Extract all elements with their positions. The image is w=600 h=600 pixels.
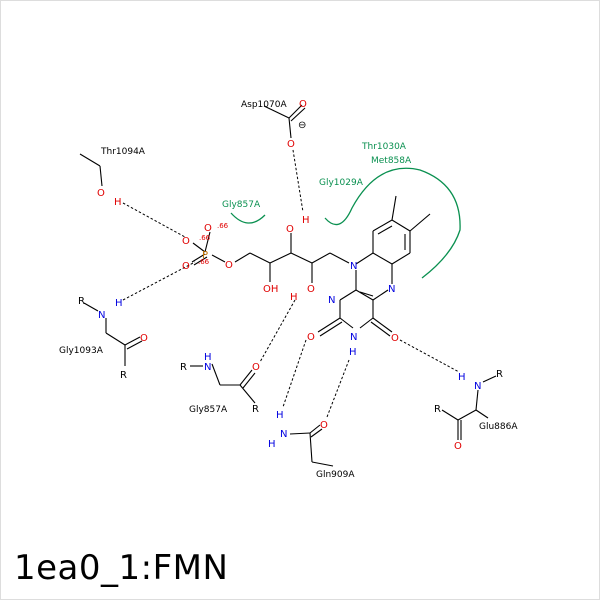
atom-gly857a-n: N [204, 362, 211, 373]
hydrogen-bonds [122, 149, 460, 418]
atom-op1: O [182, 236, 190, 247]
atom-oh4-prime: OH [263, 284, 278, 295]
residue-label-gly1093a: Gly1093A [59, 346, 104, 356]
residue-gln909a-bonds [289, 424, 334, 467]
isoalloxazine-bonds [317, 195, 431, 337]
atom-asp-od1: O [299, 99, 307, 110]
residue-glu886a-bonds [441, 375, 497, 440]
atom-gly1093a-h: H [115, 298, 123, 309]
atom-gly857a-h-o2prime: H [290, 292, 298, 303]
atom-gly1093a-r: R [78, 296, 85, 307]
atom-glu-n: N [474, 381, 481, 392]
atom-gly1093a-r2: R [120, 370, 127, 381]
atom-gln-h1: H [276, 410, 284, 421]
atom-glu-h: H [458, 372, 466, 383]
charge-op1: .66 [199, 234, 211, 242]
residue-label-gly857a-top: Gly857A [222, 200, 261, 210]
atom-n1: N [328, 295, 335, 306]
atom-asp-od2: O [287, 139, 295, 150]
atom-gly857a-r: R [180, 362, 187, 373]
hydrophobic-arc-gly1029a-thr1030a [324, 167, 461, 279]
atom-h3: H [349, 347, 357, 358]
residue-label-thr1030a: Thr1030A [361, 142, 407, 152]
residue-asp1070a-bonds [263, 104, 306, 139]
atom-o5-prime: O [225, 260, 233, 271]
diagram-title: 1ea0_1:FMN [14, 548, 229, 588]
atom-n3: N [350, 332, 357, 343]
residue-label-asp1070a: Asp1070A [241, 100, 287, 110]
phosphate-bonds [191, 231, 226, 266]
hydrophobic-arc-gly857a [230, 212, 266, 224]
atom-p: P [202, 250, 208, 261]
residue-label-gly857a-bottom: Gly857A [189, 405, 228, 415]
atom-o2-prime: O [307, 284, 315, 295]
residue-gly857a-bottom-bonds [190, 363, 256, 404]
atom-gln-o: O [320, 420, 328, 431]
atom-gln-h2: H [268, 439, 276, 450]
atom-o4: O [391, 333, 399, 344]
atom-thr-hg1: H [114, 197, 122, 208]
atom-op2: O [204, 223, 212, 234]
charge-asp-minus: ⊖ [298, 120, 306, 131]
atom-o3-prime: O [286, 224, 294, 235]
charge-op3: .66 [198, 258, 210, 266]
charge-op2: .66 [217, 222, 229, 230]
residue-label-gly1029a: Gly1029A [319, 178, 364, 188]
atom-h3-prime: H [302, 215, 310, 226]
residue-label-gln909a: Gln909A [316, 470, 355, 480]
atom-gly857a-r2: R [252, 404, 259, 415]
atom-glu-o: O [454, 441, 462, 452]
atom-o2: O [307, 332, 315, 343]
atom-gln-n: N [280, 429, 287, 440]
atom-gly857a-h: H [204, 352, 212, 363]
ribityl-chain-bonds [234, 233, 350, 283]
residue-thr1094a-bonds [79, 153, 103, 187]
atom-gly857a-o: O [252, 362, 260, 373]
residue-gly1093a-bonds [83, 302, 143, 366]
atom-n10: N [350, 261, 357, 272]
atom-op3: O [182, 261, 190, 272]
residue-label-met858a: Met858A [371, 156, 412, 166]
atom-glu-r2: R [434, 404, 441, 415]
residue-label-glu886a: Glu886A [479, 422, 518, 432]
residue-label-thr1094a: Thr1094A [100, 147, 146, 157]
atom-gly1093a-o: O [140, 333, 148, 344]
atom-glu-r: R [496, 369, 503, 380]
atom-gly1093a-n: N [98, 310, 105, 321]
atom-thr-og1: O [97, 188, 105, 199]
atom-n5: N [388, 284, 395, 295]
